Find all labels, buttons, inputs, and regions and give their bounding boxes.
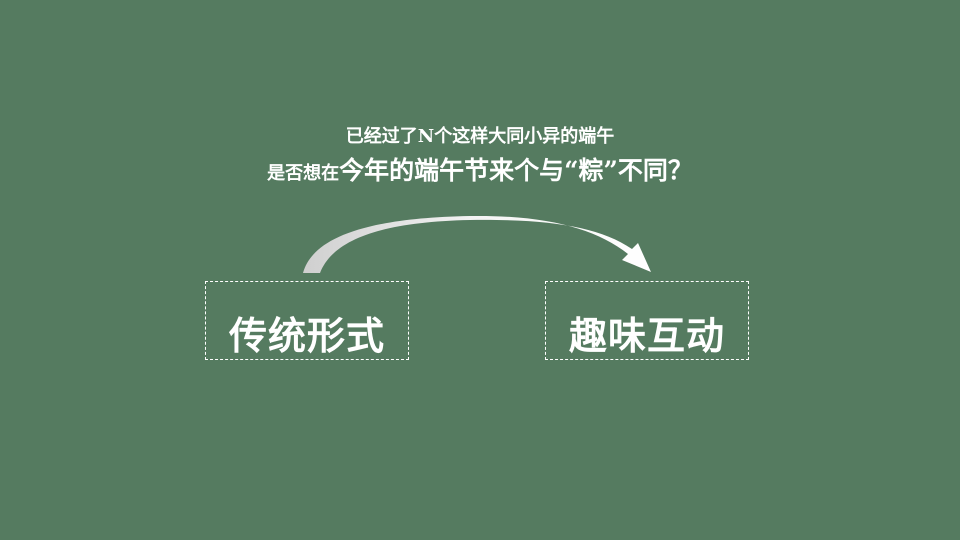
traditional-form-box: 传统形式 xyxy=(205,281,409,360)
interactive-fun-box: 趣味互动 xyxy=(545,281,749,360)
heading-line-2-main: 今年的端午节来个与“粽”不同？ xyxy=(339,156,693,185)
interactive-fun-label: 趣味互动 xyxy=(568,314,725,358)
traditional-form-label: 传统形式 xyxy=(228,314,385,358)
heading-line-1: 已经过了N个这样大同小异的端午 xyxy=(345,126,615,147)
heading-line-2: 是否想在今年的端午节来个与“粽”不同？ xyxy=(0,151,960,187)
heading-line-2-prefix: 是否想在 xyxy=(267,163,340,184)
